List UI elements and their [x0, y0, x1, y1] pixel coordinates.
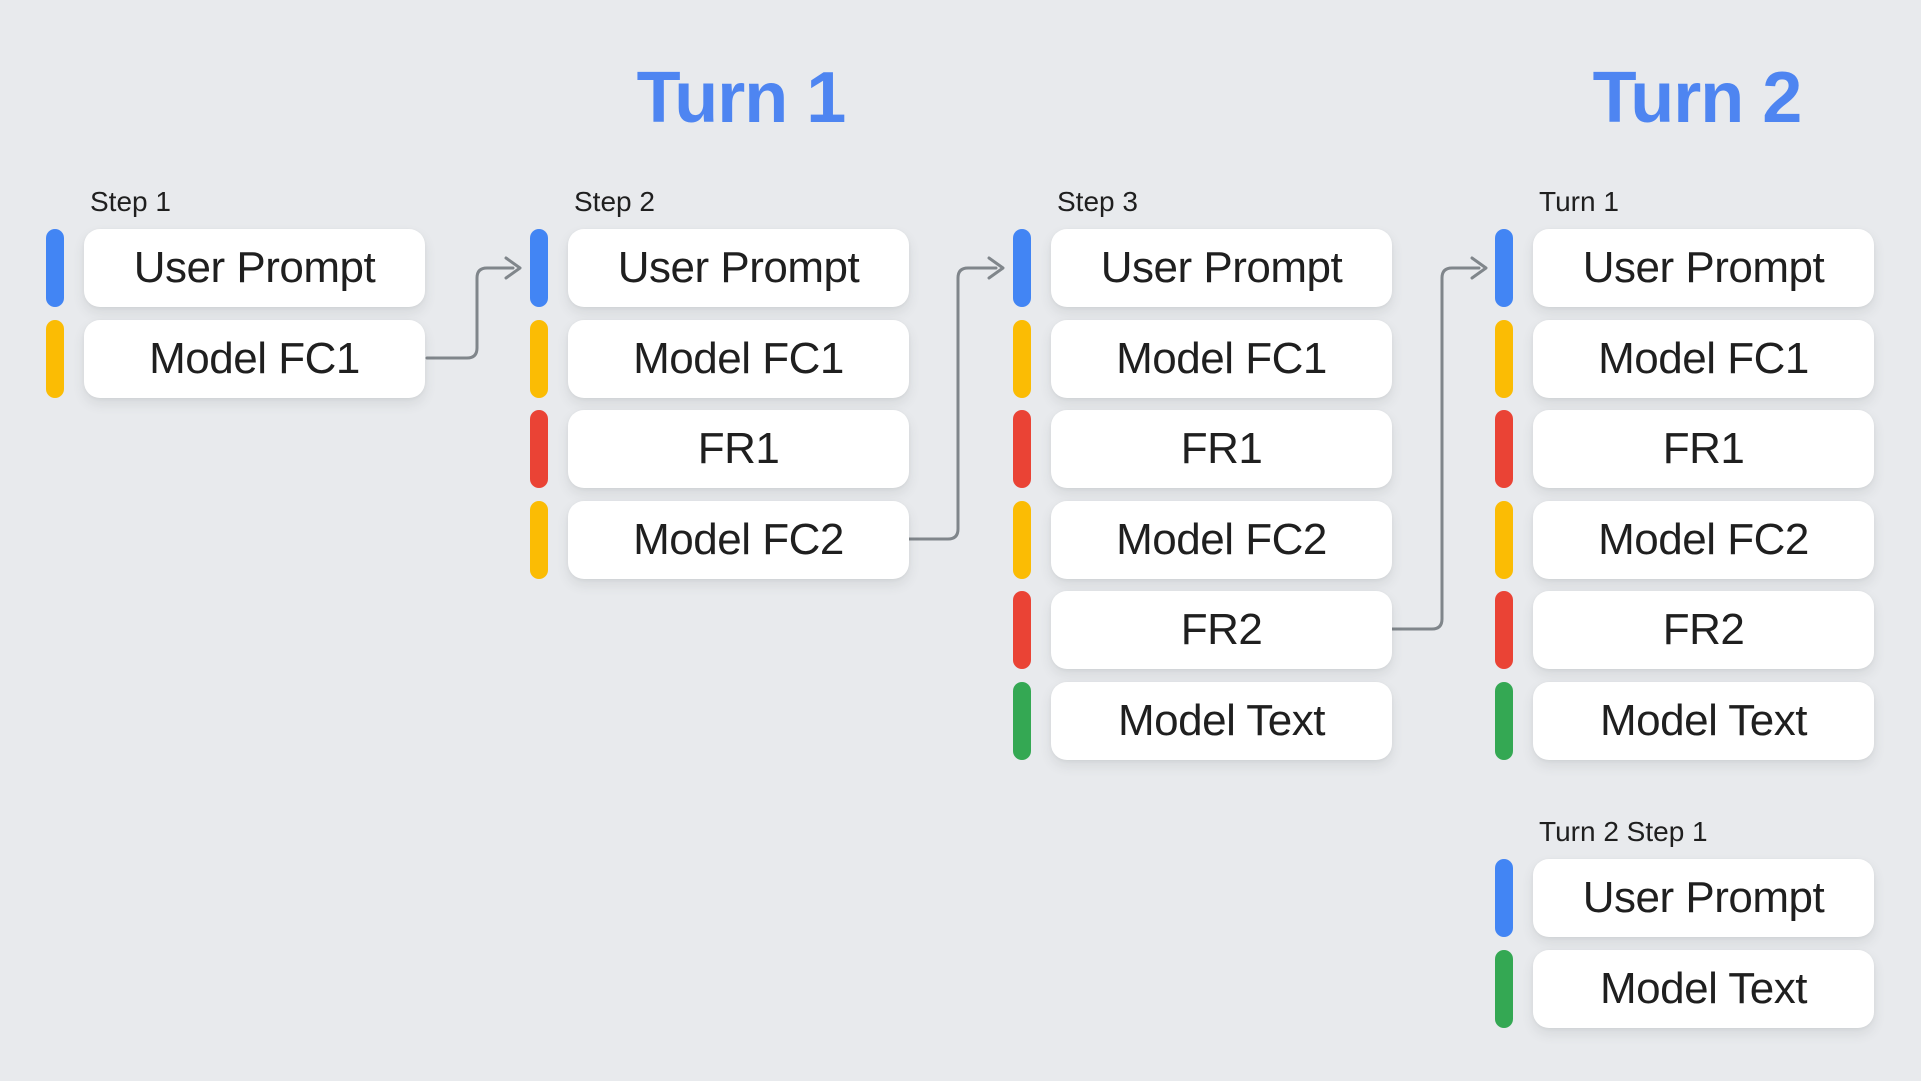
arrow-step3-to-turn1-shaft [1389, 266, 1481, 631]
turn2-heading: Turn 2 [1592, 58, 1803, 138]
arrow-step2-to-step3-head-icon [987, 256, 1005, 280]
group-turn1-history-label: Turn 1 [1539, 186, 1619, 217]
card-user-prompt: User Prompt [1533, 229, 1874, 307]
arrow-step2-to-step3 [907, 256, 1005, 541]
card-model-text: Model Text [1051, 681, 1392, 760]
message-row: Model FC2 [1495, 500, 1875, 579]
card-fr2: FR2 [1051, 591, 1392, 669]
model-function-call-indicator-bar [530, 319, 548, 398]
card-fr1: FR1 [568, 410, 909, 488]
card-fr1: FR1 [1533, 410, 1874, 488]
group-turn1-history: Turn 1 User Prompt Model FC1 FR1 Model F… [1495, 186, 1875, 772]
message-row: Model Text [1495, 681, 1875, 760]
arrow-step3-to-turn1-head-icon [1470, 256, 1488, 280]
message-row: FR1 [1495, 410, 1875, 488]
card-model-fc2: Model FC2 [1533, 500, 1874, 579]
model-text-indicator-bar [1495, 949, 1513, 1028]
user-prompt-indicator-bar [530, 229, 548, 307]
card-model-fc2: Model FC2 [1051, 500, 1392, 579]
group-turn2-step1: Turn 2 Step 1 User Prompt Model Text [1495, 816, 1875, 1040]
user-prompt-indicator-bar [1495, 859, 1513, 937]
model-function-call-indicator-bar [1013, 319, 1031, 398]
model-text-indicator-bar [1013, 681, 1031, 760]
model-function-call-indicator-bar [1495, 500, 1513, 579]
message-row: Model FC2 [1013, 500, 1393, 579]
card-model-text: Model Text [1533, 949, 1874, 1028]
function-response-indicator-bar [1013, 410, 1031, 488]
message-row: User Prompt [46, 229, 426, 307]
model-function-call-indicator-bar [1495, 319, 1513, 398]
arrow-step1-to-step2-head-icon [504, 256, 522, 280]
user-prompt-indicator-bar [1495, 229, 1513, 307]
message-row: FR2 [1013, 591, 1393, 669]
group-step2: Step 2 User Prompt Model FC1 FR1 Model F… [530, 186, 910, 591]
function-response-indicator-bar [1013, 591, 1031, 669]
function-response-indicator-bar [1495, 410, 1513, 488]
card-fr2: FR2 [1533, 591, 1874, 669]
card-model-fc1: Model FC1 [568, 319, 909, 398]
group-step1: Step 1 User Prompt Model FC1 [46, 186, 426, 410]
arrow-step1-to-step2 [425, 256, 522, 360]
card-user-prompt: User Prompt [568, 229, 909, 307]
card-model-fc1: Model FC1 [1051, 319, 1392, 398]
card-model-fc2: Model FC2 [568, 500, 909, 579]
model-text-indicator-bar [1495, 681, 1513, 760]
message-row: FR1 [1013, 410, 1393, 488]
turn1-heading: Turn 1 [636, 58, 847, 138]
message-row: FR2 [1495, 591, 1875, 669]
message-row: User Prompt [530, 229, 910, 307]
group-step1-label: Step 1 [90, 186, 171, 217]
message-row: User Prompt [1495, 229, 1875, 307]
card-fr1: FR1 [1051, 410, 1392, 488]
group-step3: Step 3 User Prompt Model FC1 FR1 Model F… [1013, 186, 1393, 772]
group-step3-label: Step 3 [1057, 186, 1138, 217]
message-row: User Prompt [1495, 859, 1875, 937]
user-prompt-indicator-bar [46, 229, 64, 307]
message-row: Model FC1 [1495, 319, 1875, 398]
model-function-call-indicator-bar [1013, 500, 1031, 579]
model-function-call-indicator-bar [46, 319, 64, 398]
message-row: User Prompt [1013, 229, 1393, 307]
group-turn2-step1-label: Turn 2 Step 1 [1539, 816, 1708, 847]
card-user-prompt: User Prompt [1533, 859, 1874, 937]
card-user-prompt: User Prompt [1051, 229, 1392, 307]
arrow-step2-to-step3-shaft [907, 266, 998, 541]
message-row: Model FC1 [46, 319, 426, 398]
message-row: FR1 [530, 410, 910, 488]
message-row: Model FC1 [1013, 319, 1393, 398]
arrow-step3-to-turn1 [1389, 256, 1488, 631]
user-prompt-indicator-bar [1013, 229, 1031, 307]
message-row: Model FC2 [530, 500, 910, 579]
function-response-indicator-bar [1495, 591, 1513, 669]
message-row: Model FC1 [530, 319, 910, 398]
card-model-fc1: Model FC1 [84, 319, 425, 398]
model-function-call-indicator-bar [530, 500, 548, 579]
card-model-text: Model Text [1533, 681, 1874, 760]
card-user-prompt: User Prompt [84, 229, 425, 307]
group-step2-label: Step 2 [574, 186, 655, 217]
message-row: Model Text [1495, 949, 1875, 1028]
card-model-fc1: Model FC1 [1533, 319, 1874, 398]
arrow-step1-to-step2-shaft [425, 266, 515, 360]
message-row: Model Text [1013, 681, 1393, 760]
function-response-indicator-bar [530, 410, 548, 488]
